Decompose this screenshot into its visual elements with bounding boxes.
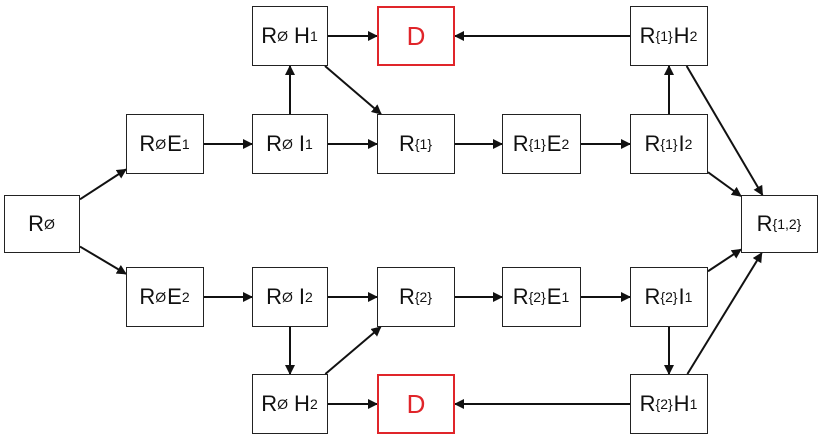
- node-r-1: R{1}: [377, 114, 455, 174]
- node-suffix-subscript: 2: [561, 136, 570, 152]
- edge-r_2_i1-to-r_12: [707, 248, 742, 273]
- node-suffix: H: [294, 391, 310, 416]
- node-label: R: [756, 211, 773, 236]
- node-subscript: {1}: [414, 136, 433, 152]
- node-suffix-subscript: 1: [309, 28, 318, 44]
- node-suffix-subscript: 2: [305, 289, 313, 305]
- edge-r_empty-to-r_empty_e2: [79, 245, 127, 275]
- node-r-2: R{2}: [377, 267, 455, 327]
- node-r-12-final: R{1,2}: [741, 195, 818, 253]
- node-label: R: [398, 284, 415, 309]
- node-suffix: I: [678, 131, 685, 156]
- node-subscript: Ø: [282, 136, 293, 152]
- node-suffix: H: [673, 23, 690, 48]
- node-subscript: Ø: [44, 216, 55, 232]
- node-suffix-subscript: 2: [309, 396, 318, 412]
- node-subscript: Ø: [155, 136, 167, 152]
- node-subscript: {2}: [655, 396, 673, 412]
- node-label: R: [398, 131, 415, 156]
- node-subscript: {1}: [660, 136, 678, 152]
- node-label: R: [639, 391, 656, 416]
- node-subscript: {1}: [655, 28, 673, 44]
- node-label: R: [261, 391, 278, 416]
- node-label: R: [644, 131, 661, 156]
- node-label: R: [644, 284, 661, 309]
- node-suffix-subscript: 2: [684, 136, 693, 152]
- node-suffix-subscript: 2: [689, 28, 698, 44]
- node-label: R: [266, 131, 283, 156]
- node-subscript: {2}: [528, 289, 546, 305]
- node-label: R: [139, 131, 156, 156]
- edge-r_1_i2-to-r_12: [707, 171, 742, 197]
- node-subscript: Ø: [277, 396, 289, 412]
- node-subscript: {1}: [528, 136, 546, 152]
- node-suffix: E: [167, 284, 182, 309]
- node-subscript: {2}: [414, 289, 433, 305]
- node-subscript: {2}: [660, 289, 678, 305]
- dead-state-bottom: D: [377, 374, 455, 434]
- edge-r_1_h2-to-r_12: [685, 65, 764, 196]
- node-label: R: [266, 284, 283, 309]
- node-suffix: E: [546, 131, 562, 156]
- node-label: R: [512, 284, 529, 309]
- node-label: D: [406, 20, 426, 51]
- node-suffix-subscript: 1: [181, 136, 190, 152]
- node-subscript: Ø: [155, 289, 167, 305]
- node-label: R: [139, 284, 156, 309]
- node-suffix: E: [167, 131, 182, 156]
- node-suffix: H: [294, 23, 310, 48]
- node-suffix-subscript: 1: [689, 396, 698, 412]
- node-label: R: [261, 23, 278, 48]
- edge-r_2_h1-to-r_12: [686, 252, 763, 375]
- node-label: D: [406, 388, 426, 419]
- node-suffix-subscript: 1: [561, 289, 570, 305]
- node-suffix-subscript: 2: [181, 289, 190, 305]
- node-suffix: H: [673, 391, 690, 416]
- dead-state-top: D: [377, 6, 455, 66]
- node-subscript: Ø: [282, 289, 293, 305]
- node-suffix: I: [678, 284, 685, 309]
- node-label: R: [639, 23, 656, 48]
- edge-r_empty_h1-to-r_1: [324, 65, 382, 115]
- node-suffix: I: [298, 284, 306, 309]
- node-label: R: [512, 131, 529, 156]
- node-subscript: {1,2}: [772, 216, 802, 232]
- node-suffix-subscript: 1: [305, 136, 313, 152]
- edge-r_empty-to-r_empty_e1: [79, 168, 127, 201]
- node-suffix: I: [298, 131, 306, 156]
- edge-r_empty_h2-to-r_2: [324, 326, 382, 375]
- node-suffix: E: [546, 284, 562, 309]
- node-suffix-subscript: 1: [684, 289, 693, 305]
- node-label: R: [28, 211, 44, 236]
- node-subscript: Ø: [277, 28, 289, 44]
